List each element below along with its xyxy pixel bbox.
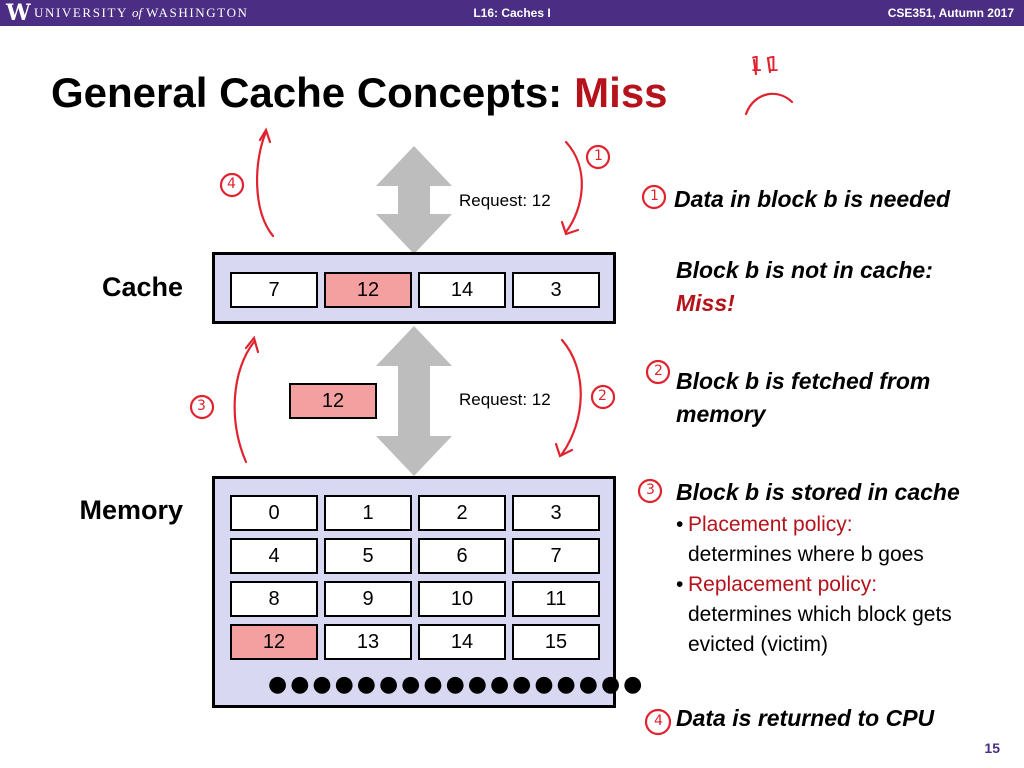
pen-number-4: 4 (227, 176, 236, 192)
replacement-policy-item: Replacement policy: determines which blo… (676, 570, 958, 660)
page-number: 15 (984, 740, 1000, 756)
memory-ellipsis: ●●●●●●●●●●●●●●●●● (268, 672, 646, 697)
miss-text: Miss! (676, 290, 735, 316)
step-data-needed: Data in block b is needed (674, 186, 951, 212)
request-label-bottom: Request: 12 (459, 390, 551, 409)
policy-list: Placement policy: determines where b goe… (676, 510, 958, 660)
memory-block: 0 (230, 495, 318, 531)
memory-block: 13 (324, 624, 412, 660)
memory-label: Memory (79, 495, 183, 525)
memory-block: 10 (418, 581, 506, 617)
memory-block: 7 (512, 538, 600, 574)
frown-eyes-text: 11 (750, 52, 784, 76)
cache-block: 14 (418, 272, 506, 308)
slide-title: General Cache Concepts:Miss (51, 69, 668, 116)
pen-number-3-text: 3 (646, 482, 655, 498)
arc-3 (233, 335, 260, 464)
step-fetched: Block b is fetched from memory (676, 368, 931, 427)
step-not-in-cache: Block b is not in cache: Miss! (676, 254, 933, 320)
lecture-title: L16: Caches I (473, 6, 551, 20)
cache-container: 7 12 14 3 (212, 252, 616, 324)
memory-block: 8 (230, 581, 318, 617)
memory-block: 1 (324, 495, 412, 531)
pen-number-1-text: 1 (650, 188, 659, 204)
transfer-block: 12 (289, 383, 377, 419)
pen-number-4-text: 4 (654, 713, 663, 729)
memory-block: 6 (418, 538, 506, 574)
step-returned: Data is returned to CPU (676, 705, 935, 731)
memory-block: 15 (512, 624, 600, 660)
pen-number-3: 3 (197, 398, 206, 414)
arc-4 (255, 127, 275, 238)
memory-block-highlighted: 12 (230, 624, 318, 660)
memory-block: 3 (512, 495, 600, 531)
pen-number-2: 2 (598, 388, 607, 404)
pen-number-2-text: 2 (654, 363, 663, 379)
frown-mouth (744, 92, 794, 116)
cache-memory-arrow (376, 326, 452, 476)
course-name: CSE351, Autumn 2017 (887, 6, 1014, 20)
arc-2 (554, 338, 582, 458)
cpu-cache-arrow (376, 146, 452, 254)
step-stored: Block b is stored in cache (676, 479, 960, 505)
memory-block: 9 (324, 581, 412, 617)
memory-block: 4 (230, 538, 318, 574)
pen-number-1: 1 (594, 148, 603, 164)
memory-block: 14 (418, 624, 506, 660)
cache-block: 7 (230, 272, 318, 308)
title-accent: Miss (574, 69, 668, 116)
arc-1 (560, 140, 583, 236)
request-label-top: Request: 12 (459, 191, 551, 210)
placement-policy-item: Placement policy: determines where b goe… (676, 510, 958, 570)
uw-logo-w: W (6, 0, 31, 26)
cache-block: 3 (512, 272, 600, 308)
frown-eyes (752, 56, 772, 76)
memory-container: 0 1 2 3 4 5 6 7 8 9 10 11 12 13 14 15 (212, 476, 616, 708)
memory-block: 2 (418, 495, 506, 531)
memory-block: 5 (324, 538, 412, 574)
memory-block: 11 (512, 581, 600, 617)
cache-block-highlighted: 12 (324, 272, 412, 308)
cache-label: Cache (101, 272, 183, 302)
